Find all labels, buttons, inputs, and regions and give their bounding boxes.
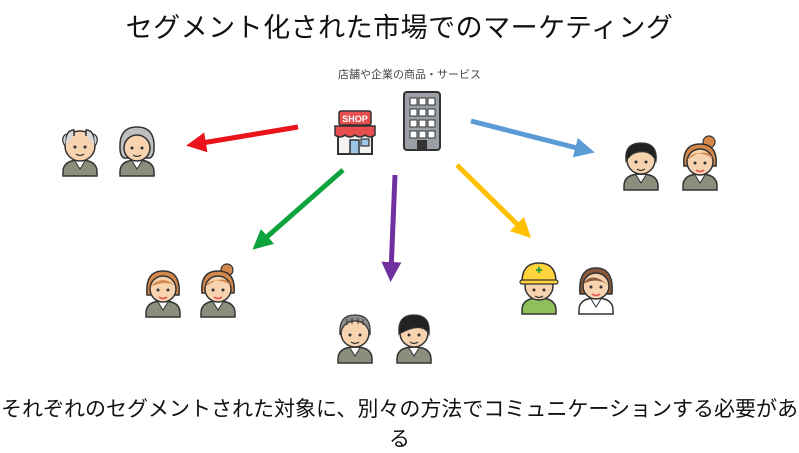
young-man-icon xyxy=(623,142,659,191)
shop-sign-text: SHOP xyxy=(342,114,368,124)
elderly-man-icon xyxy=(62,129,98,177)
young-woman-icon xyxy=(682,135,718,191)
arrow-to-women xyxy=(252,168,345,250)
arrow-to-workers xyxy=(455,163,532,239)
office-building-icon xyxy=(403,91,441,151)
segment-men xyxy=(337,314,432,364)
businessman-icon xyxy=(396,314,432,364)
segment-young-couple xyxy=(623,135,718,191)
arrow-to-seniors xyxy=(186,124,299,153)
construction-worker-icon xyxy=(519,262,559,315)
elderly-woman-icon xyxy=(119,126,155,177)
arrow-to-young-couple xyxy=(470,118,595,158)
segmentation-diagram: SHOP xyxy=(62,91,718,364)
source-label: 店舗や企業の商品・サービス xyxy=(338,68,481,81)
caption: それぞれのセグメントされた対象に、別々の方法でコミュニケーションする必要がある xyxy=(1,397,798,451)
middle-aged-man-icon xyxy=(337,314,373,364)
woman-icon xyxy=(145,270,181,318)
shop-icon: SHOP xyxy=(334,110,376,155)
arrow-to-men xyxy=(381,174,402,282)
segment-workers xyxy=(519,262,614,315)
segment-seniors xyxy=(62,126,155,177)
segment-women xyxy=(145,263,236,318)
page-title: セグメント化された市場でのマーケティング xyxy=(125,13,674,44)
office-woman-icon xyxy=(578,267,614,315)
woman-icon xyxy=(200,263,236,318)
